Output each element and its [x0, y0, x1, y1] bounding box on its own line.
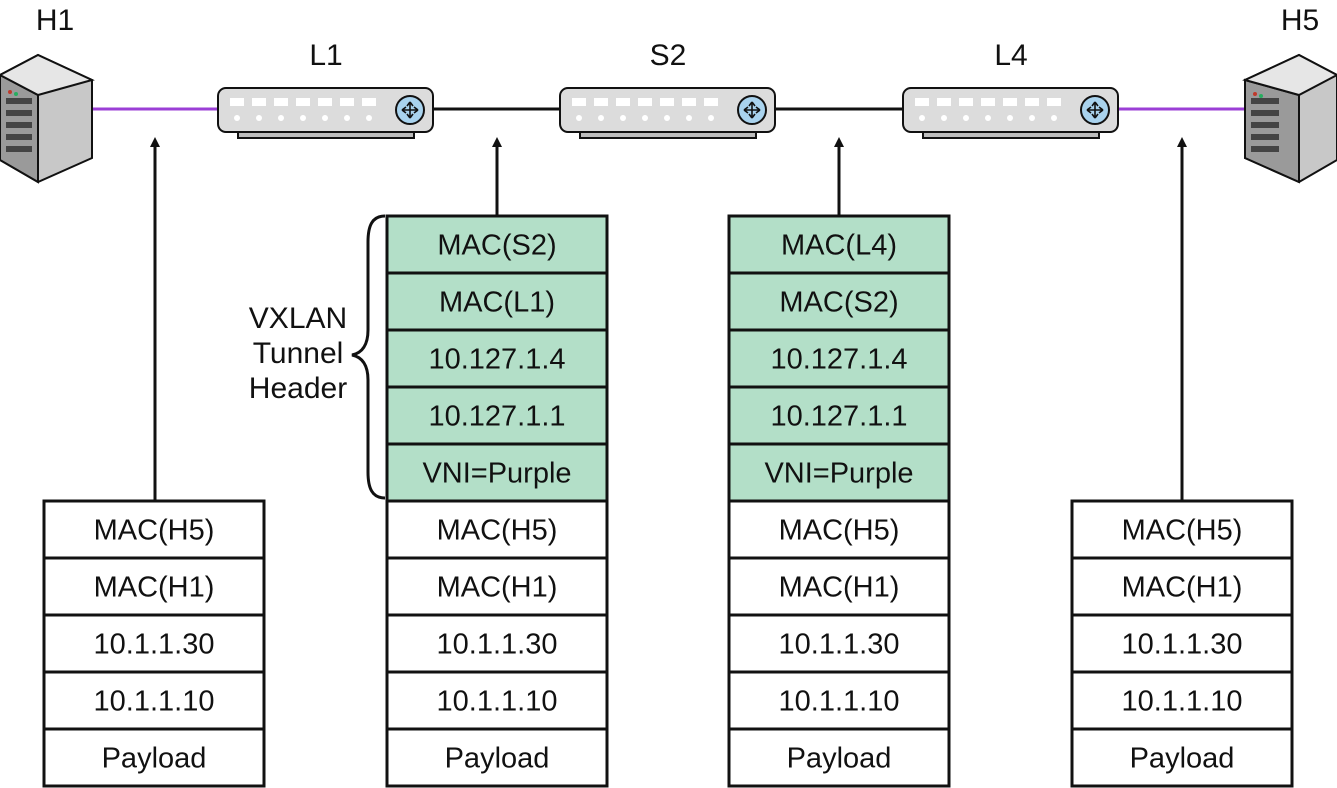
switch-icon — [902, 87, 1119, 139]
tunnel-header-field: MAC(S2) — [779, 287, 898, 319]
packet-field: 10.1.1.10 — [779, 686, 900, 718]
packet-field: Payload — [445, 743, 550, 775]
packet-cell — [42, 613, 266, 674]
tunnel-header-cell — [385, 442, 609, 503]
tunnel-header-field: 10.127.1.1 — [428, 401, 565, 433]
tunnel-header-cell — [727, 328, 951, 389]
tunnel-header-field: MAC(S2) — [437, 230, 556, 262]
packet-field: Payload — [1130, 743, 1235, 775]
tunnel-header-field: VNI=Purple — [422, 458, 571, 490]
packet-field: 10.1.1.30 — [94, 629, 215, 661]
packet-field: MAC(H1) — [1122, 572, 1243, 604]
tunnel-header-field: MAC(L4) — [781, 230, 897, 262]
tunnel-header-field: 10.127.1.1 — [770, 401, 907, 433]
packet-field: MAC(H5) — [437, 515, 558, 547]
packet-field: Payload — [787, 743, 892, 775]
packet-field: MAC(H1) — [94, 572, 215, 604]
packet-field: MAC(H5) — [779, 515, 900, 547]
packet-field: 10.1.1.30 — [1122, 629, 1243, 661]
packet-field: MAC(H1) — [437, 572, 558, 604]
switch-icon — [559, 87, 776, 139]
server-icon — [0, 53, 95, 184]
packet-l1-s2: MAC(S2) MAC(L1) 10.127.1.4 10.127.1.1VNI=Pu… — [385, 214, 609, 788]
packet-cell — [727, 499, 951, 560]
tunnel-header-cell — [727, 214, 951, 275]
tunnel-header-brace — [351, 214, 386, 500]
tunnel-header-cell — [727, 385, 951, 446]
packet-cell — [1070, 727, 1294, 788]
packet-field: MAC(H5) — [94, 515, 215, 547]
tunnel-header-field: VNI=Purple — [764, 458, 913, 490]
packet-cell — [42, 556, 266, 617]
packet-field: 10.1.1.10 — [437, 686, 558, 718]
packet-cell — [1070, 613, 1294, 674]
node-label-l1: L1 — [309, 39, 342, 72]
node-label-h1: H1 — [36, 4, 74, 37]
packet-cell — [1070, 499, 1294, 560]
packet-field: MAC(H1) — [779, 572, 900, 604]
packet-field: Payload — [102, 743, 207, 775]
tunnel-header-label-line1: VXLAN — [249, 302, 347, 335]
packet-cell — [1070, 556, 1294, 617]
switch-icon — [217, 87, 434, 139]
node-label-l4: L4 — [994, 39, 1027, 72]
tunnel-header-field: 10.127.1.4 — [428, 344, 565, 376]
packet-field: 10.1.1.10 — [1122, 686, 1243, 718]
tunnel-header-label-line3: Header — [249, 372, 347, 405]
packet-field: 10.1.1.30 — [437, 629, 558, 661]
packet-cell — [727, 727, 951, 788]
tunnel-header-field: 10.127.1.4 — [770, 344, 907, 376]
node-label-h5: H5 — [1281, 4, 1319, 37]
packet-field: MAC(H5) — [1122, 515, 1243, 547]
packet-cell — [385, 613, 609, 674]
tunnel-header-cell — [727, 442, 951, 503]
tunnel-header-cell — [385, 385, 609, 446]
packet-field: 10.1.1.30 — [779, 629, 900, 661]
tunnel-header-label-line2: Tunnel — [253, 337, 344, 370]
tunnel-header-field: MAC(L1) — [439, 287, 555, 319]
server-icon — [1242, 53, 1337, 184]
packet-cell — [385, 556, 609, 617]
packet-cell — [42, 727, 266, 788]
node-label-s2: S2 — [650, 39, 687, 72]
packet-cell — [385, 727, 609, 788]
packet-field: 10.1.1.10 — [94, 686, 215, 718]
packet-s2-l4: MAC(L4) MAC(S2) 10.127.1.4 10.127.1.1VNI=Pu… — [727, 214, 951, 788]
